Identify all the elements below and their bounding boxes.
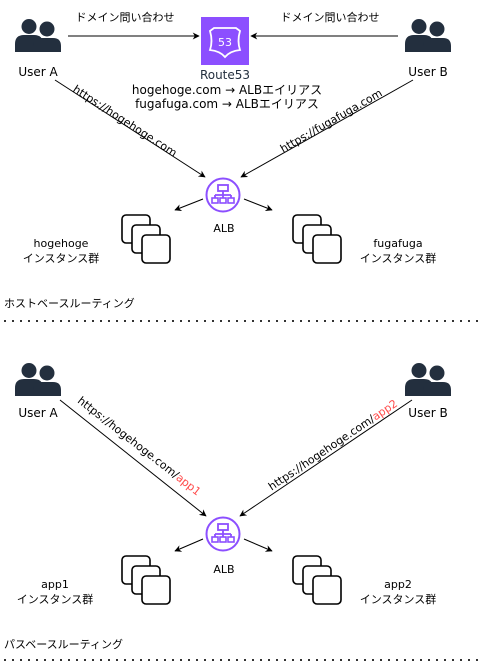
alb-icon [205,516,241,552]
instances-icon [292,555,342,605]
users-icon [405,363,451,396]
user-a-label: User A [18,65,58,79]
request-arrow-right [239,399,413,517]
group-left-caption: インスタンス群 [17,592,94,606]
alb-label: ALB [213,563,234,576]
url-right-base: https://hogehoge.com/ [266,412,377,493]
instances-icon [292,214,342,264]
group-right-caption: インスタンス群 [360,251,437,265]
instances-icon [121,214,171,264]
url-left-base: https://hogehoge.com/ [75,394,182,481]
request-arrow-right [240,79,414,178]
request-arrow-left [59,399,207,517]
group-left-name: app1 [41,578,69,591]
route-arrow-right [243,538,273,552]
user-b-label: User B [408,406,447,420]
query-label-right: ドメイン問い合わせ [281,10,380,24]
group-right-caption: インスタンス群 [360,592,437,606]
request-arrow-left [54,79,206,178]
section-label-host: ホストベースルーティング [4,296,135,310]
user-a-label: User A [18,406,58,420]
group-left-caption: インスタンス群 [23,251,100,265]
route-arrow-left [174,198,204,211]
users-icon [405,19,451,52]
query-label-left: ドメイン問い合わせ [76,10,175,24]
route-arrow-left [174,538,204,552]
url-label-left: https://hogehoge.com/app1 [75,394,203,498]
group-right-name: fugafuga [373,237,422,250]
alb-label: ALB [213,222,234,235]
alb-icon [205,177,241,213]
alias-rule: fugafuga.com → ALBエイリアス [135,97,319,111]
users-icon [15,363,61,396]
route-arrow-right [243,198,273,211]
path-routing-section: User A User B https://hogehoge.com/app1 … [4,363,451,651]
route53-label: Route53 [200,68,250,82]
instances-icon [121,555,171,605]
route53-icon-text: 53 [218,36,232,49]
section-label-path: パスベースルーティング [4,637,123,651]
user-b-label: User B [408,65,447,79]
url-label-right: https://hogehoge.com/app2 [266,397,400,493]
host-routing-section: User A User B 53 Route53 ドメイン問い合わせ ドメイン問… [4,10,451,310]
users-icon [15,19,61,52]
group-left-name: hogehoge [34,237,89,250]
group-right-name: app2 [384,578,412,591]
url-right-path: app2 [370,397,400,423]
route53-icon: 53 [201,17,249,65]
alias-rule: hogehoge.com → ALBエイリアス [132,83,322,97]
